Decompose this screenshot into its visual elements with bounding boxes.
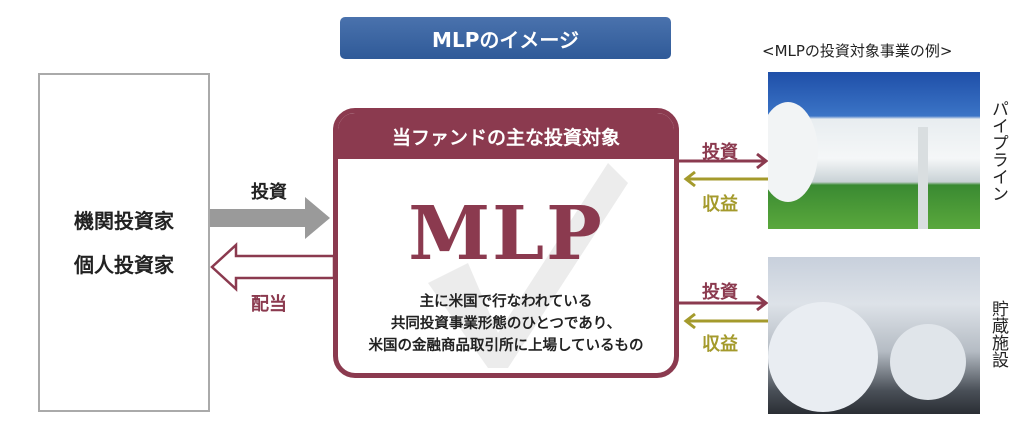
mlp-description: 主に米国で行なわれている 共同投資事業形態のひとつであり、 米国の金融商品取引所…: [338, 291, 674, 357]
mlp-box-header: 当ファンドの主な投資対象: [338, 113, 674, 159]
diagram-title: MLPのイメージ: [340, 17, 671, 59]
dividend-arrow: [210, 242, 336, 292]
checkmark-watermark-icon: [428, 163, 628, 368]
return-label-pipeline: 収益: [702, 194, 738, 215]
invest-label-storage: 投資: [702, 282, 738, 303]
institutional-investors: 機関投資家: [74, 208, 174, 233]
dividend-label: 配当: [251, 294, 287, 315]
return-label-storage: 収益: [702, 334, 738, 355]
mlp-logo-text: MLP: [408, 191, 604, 277]
invest-arrow-pipeline: [679, 152, 771, 188]
storage-tank-photo: [768, 257, 980, 414]
mlp-box: 当ファンドの主な投資対象 MLP 主に米国で行なわれている 共同投資事業形態のひ…: [333, 108, 679, 378]
invest-arrow-storage: [679, 294, 771, 330]
examples-title: <MLPの投資対象事業の例>: [762, 42, 953, 60]
invest-label-pipeline: 投資: [702, 142, 738, 163]
pipeline-photo: [758, 72, 980, 229]
desc-line: 主に米国で行なわれている: [419, 294, 593, 310]
investors-box: 機関投資家 個人投資家: [38, 73, 210, 412]
invest-arrow: [210, 197, 330, 239]
invest-label-left: 投資: [251, 182, 287, 203]
desc-line: 米国の金融商品取引所に上場しているもの: [368, 338, 644, 354]
individual-investors: 個人投資家: [74, 252, 174, 277]
desc-line: 共同投資事業形態のひとつであり、: [390, 316, 622, 332]
storage-label: 貯蔵施設: [988, 300, 1008, 368]
pipeline-label: パイプライン: [988, 100, 1008, 202]
